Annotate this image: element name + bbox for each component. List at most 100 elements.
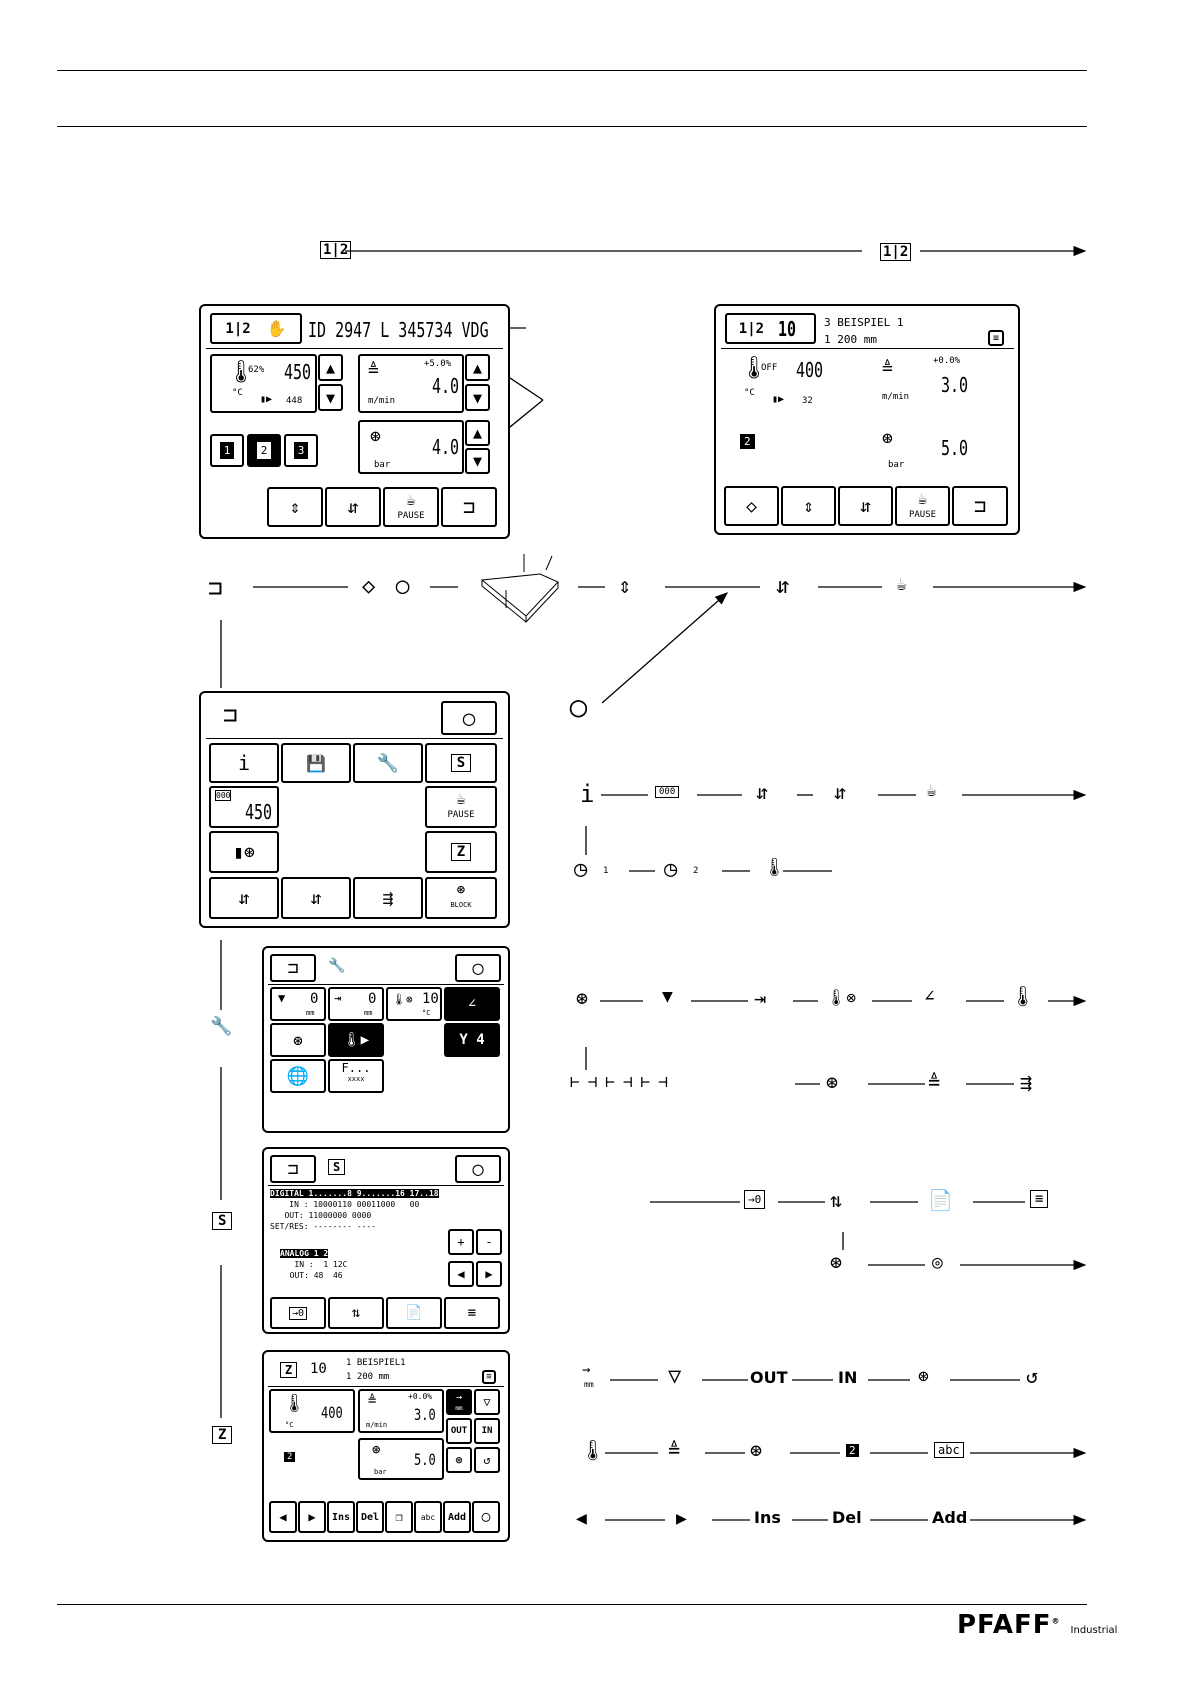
roller-feed-button[interactable]: ⇶ <box>353 877 423 919</box>
prog-speed-panel[interactable]: ≜ +0.0% 3.0 m/min <box>358 1389 444 1433</box>
mm-flow-label: mm <box>584 1380 594 1389</box>
prog-temp-panel[interactable]: 🌡 400 °C <box>269 1389 355 1433</box>
menu-close-button[interactable]: ◯ <box>441 701 497 735</box>
diag-copy-button[interactable]: 📄 <box>386 1297 442 1329</box>
service-back-button[interactable]: ⊐ <box>270 954 316 982</box>
prog-ins-button[interactable]: Ins <box>327 1501 355 1533</box>
zero-flow-icon: →0 <box>744 1190 766 1209</box>
add-flow-label: Add <box>932 1508 968 1527</box>
prog-mm-button[interactable]: → mm <box>446 1389 472 1415</box>
service-heater-button[interactable]: 🌡▶ <box>328 1023 384 1057</box>
param-3-unit: °C <box>422 1009 431 1017</box>
prog-cut-button[interactable]: ⊛ <box>446 1447 472 1473</box>
s-label: S <box>450 754 472 772</box>
program-mode-label: 1|2 <box>738 320 765 337</box>
service-param-1-flow-icon: ▼ <box>662 986 673 1007</box>
service-param-1[interactable]: ▼ 0 mm <box>270 987 326 1021</box>
roller-open-button-2[interactable]: ⇵ <box>838 486 893 526</box>
zone-3-button[interactable]: 3 <box>284 434 318 467</box>
speed-panel[interactable]: ≜ +5.0% 4.0 m/min <box>358 354 464 413</box>
prog-del-button[interactable]: Del <box>356 1501 384 1533</box>
header-rule <box>57 126 1087 127</box>
info-button[interactable]: i <box>209 743 279 783</box>
service-button[interactable]: 🔧 <box>353 743 423 783</box>
roller-up-down-button-2[interactable]: ⇕ <box>781 486 836 526</box>
service-close-button[interactable]: ◯ <box>455 954 501 982</box>
list-icon[interactable]: ≡ <box>988 330 1004 346</box>
menu-button-2[interactable]: ⊐ <box>952 486 1008 526</box>
zone-roller-button[interactable]: ▮⊛ <box>209 831 279 873</box>
language-button[interactable]: 🌐 <box>270 1059 326 1093</box>
temperature-panel[interactable]: 🌡 62% 450 °C ▮▶ 448 <box>210 354 317 413</box>
menu-pause-button[interactable]: ☕ PAUSE <box>425 786 497 828</box>
service-param-2[interactable]: ⇥ 0 mm <box>328 987 384 1021</box>
prog-copy-button[interactable]: ❐ <box>385 1501 413 1533</box>
prog-speed-unit: m/min <box>366 1421 388 1429</box>
prog-in-button[interactable]: IN <box>474 1418 500 1444</box>
diag-transfer-button[interactable]: ⇅ <box>328 1297 384 1329</box>
diag-left-button[interactable]: ◀ <box>448 1261 474 1287</box>
param-1-icon: ▼ <box>278 991 286 1005</box>
service-param-3[interactable]: 🌡⊗ 10 °C <box>386 987 442 1021</box>
block-button[interactable]: ⊛ BLOCK <box>425 877 497 919</box>
prog-number: 10 <box>310 1361 327 1377</box>
diag-plus-button[interactable]: + <box>448 1229 474 1255</box>
counter-button[interactable]: 000 450 <box>209 786 279 828</box>
prog-stop-button[interactable]: ▽ <box>474 1389 500 1415</box>
diag-right-button[interactable]: ▶ <box>476 1261 502 1287</box>
speed-unit: m/min <box>368 396 396 406</box>
speed-down-button[interactable]: ▼ <box>465 384 490 411</box>
screen-service: ⊐ 🔧 ◯ ▼ 0 mm ⇥ 0 mm 🌡⊗ 10 °C ∠ ⊛ 🌡▶ Y 4 … <box>262 946 510 1133</box>
speed-up-button[interactable]: ▲ <box>465 354 490 381</box>
program-mode-button[interactable]: 1|2 10 <box>725 313 816 344</box>
memory-button[interactable]: 💾 <box>281 743 351 783</box>
function-button[interactable]: F... xxxx <box>328 1059 384 1093</box>
temp-unit: °C <box>232 388 243 398</box>
prog-pressure-icon: ⊛ <box>372 1442 381 1458</box>
prog-abc-button[interactable]: abc <box>414 1501 442 1533</box>
pause-button-2[interactable]: ☕ PAUSE <box>895 486 950 526</box>
zone-2-button[interactable]: 2 <box>247 434 281 467</box>
programming-button[interactable]: Z <box>425 831 497 873</box>
pressure-up-button[interactable]: ▲ <box>465 420 490 446</box>
prog-loop-button[interactable]: ↺ <box>474 1447 500 1473</box>
service-ramp-button[interactable]: ∠ <box>444 987 500 1021</box>
pressure-panel[interactable]: ⊛ 4.0 bar <box>358 420 464 474</box>
prog-next-button[interactable]: ▶ <box>298 1501 326 1533</box>
prog-list-icon[interactable]: ≡ <box>482 1370 496 1384</box>
service-roller-button[interactable]: ⊛ <box>270 1023 326 1057</box>
temp-up-button[interactable]: ▲ <box>318 354 343 381</box>
prog-prev-button[interactable]: ◀ <box>269 1501 297 1533</box>
diag-minus-button[interactable]: - <box>476 1229 502 1255</box>
diag-close-button[interactable]: ◯ <box>455 1155 501 1183</box>
temp-down-button[interactable]: ▼ <box>318 384 343 411</box>
diagnosis-button[interactable]: S <box>425 743 497 783</box>
pause-button[interactable]: ☕ PAUSE <box>383 487 439 527</box>
service-wrench-icon: 🔧 <box>328 958 346 974</box>
param-2-icon: ⇥ <box>334 991 342 1005</box>
roller-in-button[interactable]: ⇵ <box>209 877 279 919</box>
block-roller-icon: ⊛ <box>456 882 466 898</box>
menu-pause-label: PAUSE <box>447 810 475 820</box>
diag-zero-button[interactable]: →0 <box>270 1297 326 1329</box>
diag-back-button[interactable]: ⊐ <box>270 1155 316 1183</box>
roller-open-button[interactable]: ⇵ <box>325 487 381 527</box>
prog-pressure-panel[interactable]: ⊛ 5.0 bar <box>358 1438 444 1480</box>
menu-button[interactable]: ⊐ <box>441 487 497 527</box>
roller-up-down-button[interactable]: ⇕ <box>267 487 323 527</box>
mode-label: 1|2 <box>225 320 251 337</box>
roller-out-button[interactable]: ⇵ <box>281 877 351 919</box>
zone-1-button[interactable]: 1 <box>210 434 244 467</box>
del-flow-label: Del <box>832 1508 862 1527</box>
program-id: ID 2947 L 345734 VDG <box>308 318 489 342</box>
prog-close-button[interactable]: ◯ <box>472 1501 500 1533</box>
zone-1-label: 1 <box>219 442 235 459</box>
prog-out-button[interactable]: OUT <box>446 1418 472 1444</box>
analog-header: ANALOG 1 2 <box>280 1249 329 1258</box>
service-y4-button[interactable]: Y 4 <box>444 1023 500 1057</box>
start-button[interactable]: ◇ <box>724 486 779 526</box>
diag-list-button[interactable]: ≡ <box>444 1297 500 1329</box>
mode-button[interactable]: 1|2 ✋ <box>210 313 302 344</box>
prog-add-button[interactable]: Add <box>443 1501 471 1533</box>
pressure-down-button[interactable]: ▼ <box>465 448 490 474</box>
